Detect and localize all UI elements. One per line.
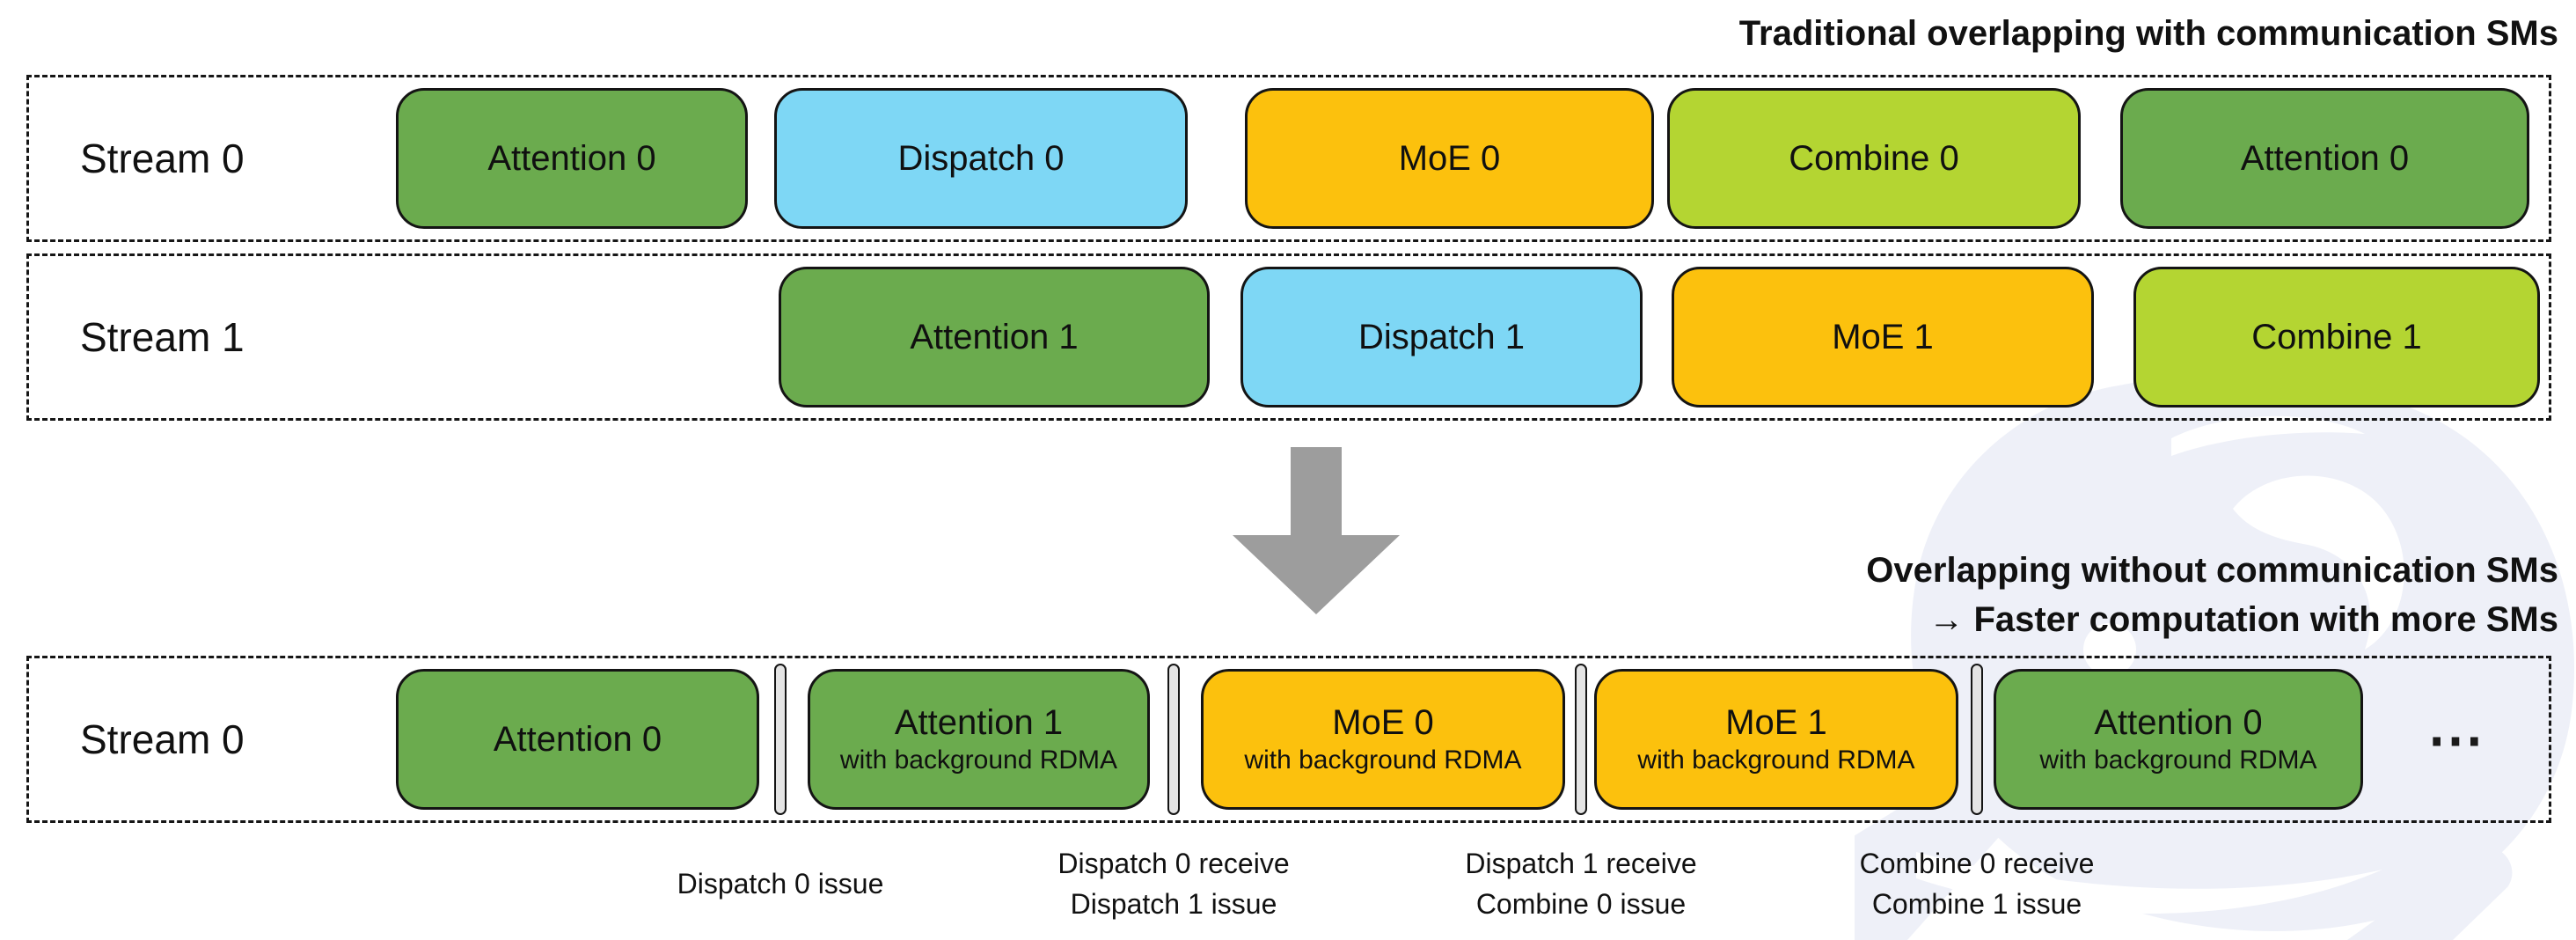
title-line2: → Faster computation with more SMs [1928,600,2558,639]
title-overlapping-without-sms: Overlapping without communication SMs → … [1866,546,2558,644]
task-sublabel: with background RDMA [1637,745,1915,775]
event-line: Dispatch 0 issue [677,868,884,900]
stream0-new-row: Stream 0 Attention 0 Attention 1 with ba… [26,656,2551,823]
stream1-label: Stream 1 [80,314,245,360]
task-label: MoE 0 [1332,703,1434,742]
task-label: Combine 0 [1789,139,1959,178]
task-box-attention0: Attention 0 [396,88,748,229]
event-label-dispatch1-receive: Dispatch 1 receive Combine 0 issue [1465,843,1696,924]
event-line: Combine 0 receive [1859,848,2095,879]
event-label-dispatch0-issue: Dispatch 0 issue [677,843,884,924]
task-box-combine0: Combine 0 [1667,88,2081,229]
task-box-moe0-bottom: MoE 0 with background RDMA [1201,669,1565,810]
task-label: Attention 1 [910,318,1079,356]
task-box-moe1: MoE 1 [1672,267,2094,408]
continuation-ellipsis: ⋯ [2427,707,2487,771]
event-separator-combine0-receive [1971,664,1983,815]
task-sublabel: with background RDMA [2039,745,2317,775]
task-box-attention0-bottom: Attention 0 [396,669,759,810]
task-label: Attention 0 [2240,139,2410,178]
task-box-attention0-next: Attention 0 [2120,88,2529,229]
stream0-traditional-row: Stream 0 Attention 0 Dispatch 0 MoE 0 Co… [26,75,2551,242]
task-box-attention0-next-bottom: Attention 0 with background RDMA [1994,669,2363,810]
event-line: Combine 0 issue [1475,888,1687,920]
event-line: Dispatch 0 receive [1057,848,1290,879]
task-sublabel: with background RDMA [1244,745,1522,775]
task-label: Attention 0 [493,720,662,759]
stream0-label: Stream 0 [80,136,245,181]
down-arrow-icon [1233,447,1400,614]
event-line: Dispatch 1 issue [1070,888,1277,920]
event-separator-dispatch0-receive [1167,664,1180,815]
event-line: Combine 1 issue [1871,888,2082,920]
task-label: Attention 0 [487,139,656,178]
task-sublabel: with background RDMA [839,745,1118,775]
task-box-moe1-bottom: MoE 1 with background RDMA [1594,669,1958,810]
task-label: MoE 0 [1398,139,1501,178]
event-label-combine0-receive: Combine 0 receive Combine 1 issue [1860,843,2095,924]
task-label: MoE 1 [1832,318,1934,356]
task-label: Attention 0 [2094,703,2263,742]
title-traditional-overlapping: Traditional overlapping with communicati… [1738,14,2558,53]
task-label: Dispatch 1 [1358,318,1525,356]
event-label-dispatch0-receive: Dispatch 0 receive Dispatch 1 issue [1057,843,1289,924]
task-box-dispatch0: Dispatch 0 [774,88,1188,229]
stream0-bottom-label: Stream 0 [80,716,245,762]
task-box-attention1-bottom: Attention 1 with background RDMA [808,669,1150,810]
task-box-dispatch1: Dispatch 1 [1240,267,1643,408]
arrow-stem [1291,447,1342,537]
task-label: Attention 1 [894,703,1064,742]
arrow-head [1233,535,1400,614]
event-line: Dispatch 1 receive [1465,848,1697,879]
task-label: Dispatch 0 [897,139,1065,178]
task-box-moe0: MoE 0 [1245,88,1654,229]
task-box-attention1: Attention 1 [779,267,1210,408]
task-label: MoE 1 [1725,703,1827,742]
event-separator-dispatch1-receive [1575,664,1587,815]
stream1-traditional-row: Stream 1 Attention 1 Dispatch 1 MoE 1 Co… [26,253,2551,421]
task-label: Combine 1 [2251,318,2422,356]
task-box-combine1: Combine 1 [2133,267,2540,408]
title-line1: Overlapping without communication SMs [1866,551,2558,590]
event-separator-dispatch0-issue [774,664,787,815]
